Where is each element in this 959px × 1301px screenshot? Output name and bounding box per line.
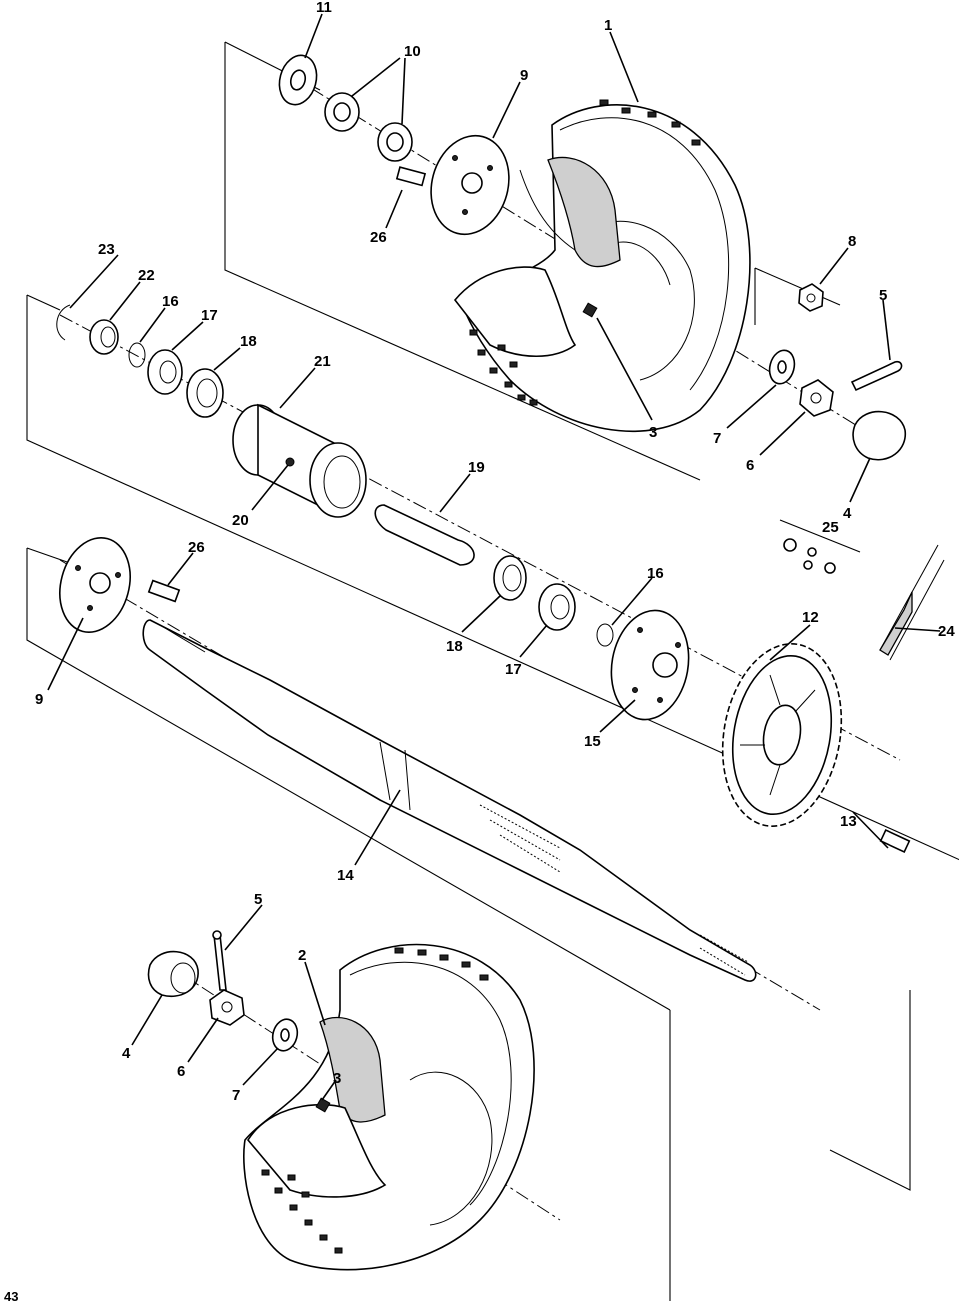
callout-4-upper: 4 [843, 505, 852, 522]
nut-8 [798, 283, 824, 312]
leader-lines [47, 13, 941, 1101]
callout-7-lower: 7 [232, 1087, 240, 1104]
callout-15: 15 [584, 733, 601, 750]
callout-5-upper: 5 [879, 287, 887, 304]
callout-8: 8 [848, 233, 856, 250]
bolt-26-lower [147, 579, 181, 603]
callout-21: 21 [314, 353, 331, 370]
callout-2: 2 [298, 947, 306, 964]
bearing-18-right [493, 555, 527, 601]
page-number: 43 [4, 1289, 18, 1301]
bolt-26-upper [395, 166, 427, 187]
callout-3-upper: 3 [649, 424, 657, 441]
bearing-18-left [186, 368, 224, 418]
callout-16-left: 16 [162, 293, 179, 310]
hub-flange-9-lower [59, 537, 131, 633]
callout-20: 20 [232, 512, 249, 529]
callout-5-lower: 5 [254, 891, 262, 908]
washer-11 [278, 54, 318, 106]
callout-19: 19 [468, 459, 485, 476]
chain-24 [879, 544, 945, 661]
callout-25: 25 [822, 519, 839, 536]
callout-13: 13 [840, 813, 857, 830]
master-link-25 [779, 519, 861, 574]
washer-7-lower [271, 1018, 299, 1052]
callout-9-upper: 9 [520, 67, 528, 84]
callout-3-lower: 3 [333, 1070, 341, 1087]
upper-hub-flange [430, 134, 510, 236]
bearing-17-left [147, 349, 183, 395]
lock-nuts-10 [324, 92, 413, 162]
callout-24: 24 [938, 623, 955, 640]
bearing-carrier-21 [232, 403, 367, 518]
callout-11: 11 [316, 0, 332, 16]
bearing-17-right [538, 583, 576, 631]
spacer-tube-19 [374, 504, 475, 566]
sprocket-12 [721, 643, 843, 827]
cotter-pin-5-upper [850, 360, 903, 392]
bolt-13 [879, 829, 911, 853]
callout-4-lower: 4 [122, 1045, 131, 1062]
callout-7-upper: 7 [713, 430, 721, 447]
o-ring-16-right [596, 623, 614, 647]
snap-ring-23 [56, 304, 71, 341]
callout-16-right: 16 [647, 565, 664, 582]
callout-18-right: 18 [446, 638, 463, 655]
callout-22: 22 [138, 267, 155, 284]
rear-axle-14 [142, 619, 757, 982]
seal-22 [89, 319, 119, 355]
callout-17-right: 17 [505, 661, 522, 678]
callout-26-lower: 26 [188, 539, 205, 556]
callout-23: 23 [98, 241, 115, 258]
cotter-pin-5-lower [212, 930, 227, 991]
o-ring-16-left [128, 342, 146, 368]
cap-4-lower [147, 950, 199, 997]
castle-nut-6-upper [799, 379, 834, 417]
lower-wheel-assembly [243, 943, 535, 1271]
callout-12: 12 [802, 609, 819, 626]
callout-17-left: 17 [201, 307, 218, 324]
sprocket-hub-15 [610, 609, 690, 721]
frame-axle [26, 547, 911, 1301]
castle-nut-6-lower [209, 989, 245, 1026]
callout-9-lower: 9 [35, 691, 43, 708]
cap-4-upper [852, 410, 906, 461]
washer-7-upper [768, 349, 796, 385]
callout-10: 10 [404, 43, 421, 60]
upper-wheel-assembly [453, 99, 751, 433]
callout-6-lower: 6 [177, 1063, 185, 1080]
callout-1: 1 [604, 17, 612, 34]
callout-18-left: 18 [240, 333, 257, 350]
callout-labels: 11 10 1 9 26 23 22 16 17 18 21 20 19 8 5… [4, 0, 955, 1301]
callout-14: 14 [337, 867, 354, 884]
callout-26-upper: 26 [370, 229, 387, 246]
callout-6-upper: 6 [746, 457, 754, 474]
